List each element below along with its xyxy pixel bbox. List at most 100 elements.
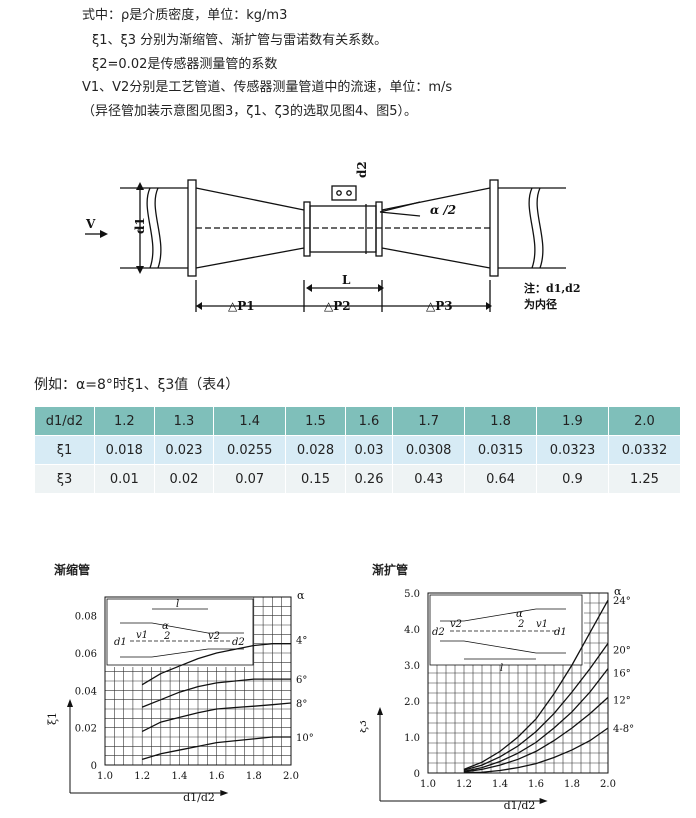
y-tick-label: 2.0 (404, 697, 420, 708)
series-label: 16° (613, 669, 631, 680)
y-tick-label: 5.0 (404, 589, 420, 600)
inset-label: α (516, 609, 523, 620)
y-tick-label: 0 (91, 761, 97, 772)
table-cell: 0.0308 (392, 435, 466, 465)
series-label: 24° (613, 596, 631, 607)
inset-label: v2 (208, 631, 220, 642)
y-tick-label: 1.0 (404, 733, 420, 744)
label-p1: △P1 (228, 299, 255, 313)
chart-frame (427, 592, 609, 774)
series-line (141, 643, 291, 686)
label-v: V (85, 217, 96, 231)
inset-label: d1 (114, 637, 127, 648)
y-tick-label: 0 (414, 769, 420, 780)
inset-label: 2 (517, 619, 524, 630)
table-cell: 1.4 (213, 406, 287, 436)
x-axis-arrowhead (539, 798, 548, 804)
series-line (463, 599, 609, 771)
table-cell: 1.8 (464, 406, 538, 436)
intro-line-3: ξ2=0.02是传感器测量管的系数 (92, 57, 278, 72)
inset-label: α (162, 621, 169, 632)
series-label: 6° (296, 675, 307, 686)
x-tick-label: 1.8 (246, 771, 262, 782)
y-tick-label: 0.06 (75, 649, 97, 660)
label-p3: △P3 (426, 299, 453, 313)
series-line (142, 736, 291, 761)
table-cell: 0.01 (93, 464, 155, 494)
inset-shape (463, 640, 537, 654)
label-alpha: α /2 (430, 203, 456, 217)
inset-label: l (500, 663, 503, 674)
table-cell: 0.26 (344, 464, 394, 494)
inset-diagram (106, 598, 254, 666)
label-d2: d2 (355, 161, 369, 178)
series-line (463, 643, 609, 771)
table-cell: 0.03 (344, 435, 394, 465)
x-tick-label: 2.0 (600, 779, 616, 790)
series-label: 12° (613, 695, 631, 706)
y-tick-label: 0.04 (75, 686, 97, 697)
x-axis-label: d1/d2 (504, 799, 536, 810)
label-d1: d1 (133, 217, 147, 234)
series-line (463, 668, 609, 772)
table-cell: 0.0255 (213, 435, 287, 465)
y-tick-label: 3.0 (404, 661, 420, 672)
y-axis-label: ξ3 (360, 720, 369, 733)
series-label: 8° (296, 699, 307, 710)
table-cell: 0.028 (285, 435, 346, 465)
series-label: 20° (613, 645, 631, 656)
series-line (463, 696, 609, 773)
inset-label: v2 (450, 619, 462, 630)
intro-line-4: V1、V2分别是工艺管道、传感器测量管道中的流速，单位：m/s (82, 80, 453, 95)
y-tick-label: 0.02 (75, 724, 97, 735)
inset-label: v1 (136, 630, 148, 641)
y-tick-label: 0.08 (75, 612, 97, 623)
series-line (141, 702, 292, 732)
y-tick-label: 4.0 (404, 625, 420, 636)
x-tick-label: 1.4 (492, 779, 508, 790)
table-cell: 1.25 (607, 464, 682, 494)
table-cell: 1.7 (392, 406, 466, 436)
table-cell: 1.9 (536, 406, 609, 436)
series-line (141, 678, 291, 708)
table-cell: 0.07 (213, 464, 287, 494)
note-line-2: 为内径 (524, 297, 557, 311)
table-cell: 0.0315 (464, 435, 538, 465)
legend-title: α (614, 585, 622, 598)
table-row: ξ1 0.018 0.023 0.0255 0.028 0.03 0.0308 … (34, 435, 682, 465)
table-cell: 1.5 (285, 406, 346, 436)
table-cell: ξ1 (34, 435, 95, 465)
table-header-row: d1/d2 1.2 1.3 1.4 1.5 1.6 1.7 1.8 1.9 2.… (34, 406, 682, 436)
note-line-1: 注：d1,d2 (524, 281, 581, 295)
example-caption: 例如：α=8°时ξ1、ξ3值（表4） (34, 377, 240, 393)
xi-table: d1/d2 1.2 1.3 1.4 1.5 1.6 1.7 1.8 1.9 2.… (34, 406, 682, 494)
x-tick-label: 1.2 (134, 771, 150, 782)
inset-shape (463, 608, 537, 622)
series-line (463, 727, 609, 774)
inset-label: 2 (163, 631, 170, 642)
table-cell: 0.02 (153, 464, 215, 494)
table-cell: 2.0 (607, 406, 682, 436)
chart-title-contraction: 渐缩管 (54, 563, 91, 577)
chart-title-expansion: 渐扩管 (372, 563, 409, 577)
table-row: ξ3 0.01 0.02 0.07 0.15 0.26 0.43 0.64 0.… (34, 464, 682, 494)
table-cell: 0.15 (285, 464, 346, 494)
intro-line-5: （异径管加装示意图见图3，ζ1、ζ3的选取见图4、图5）。 (82, 104, 417, 119)
reducer-installation-diagram: V d1 d2 α /2 L △P1 △P2 △P3 注：d1,d2 为内径 (85, 161, 581, 313)
x-tick-label: 1.8 (564, 779, 580, 790)
inset-shape (151, 648, 209, 658)
y-axis-arrowhead (67, 699, 73, 707)
table-cell: 1.6 (344, 406, 394, 436)
inset-shape (151, 622, 209, 634)
table-cell: 1.3 (153, 406, 215, 436)
x-tick-label: 1.6 (209, 771, 225, 782)
inset-label: d2 (432, 627, 445, 638)
label-p2: △P2 (324, 299, 351, 313)
x-tick-label: 1.2 (456, 779, 472, 790)
y-axis-arrowhead (377, 707, 383, 715)
inset-label: d2 (232, 637, 245, 648)
x-axis-label: d1/d2 (183, 791, 215, 804)
table-cell: 0.0332 (607, 435, 682, 465)
table-cell: 0.023 (153, 435, 215, 465)
